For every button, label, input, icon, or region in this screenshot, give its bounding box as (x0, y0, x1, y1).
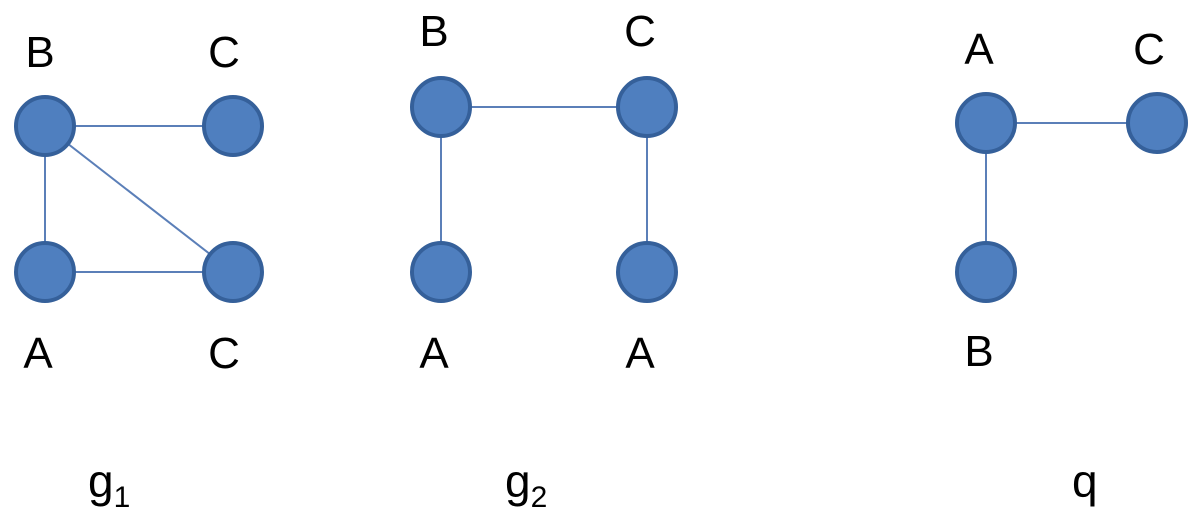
node-label-g1-c-bottom: C (208, 329, 240, 378)
edge-g1-b-c-bottom (44, 125, 234, 273)
caption-g2-subscript: 2 (531, 481, 548, 514)
node-g1-c-bottom (202, 241, 264, 303)
node-g1-a (14, 241, 76, 303)
graph-g2: B C A A g2 (410, 7, 678, 514)
node-g2-c (616, 76, 678, 138)
node-label-g1-b: B (25, 28, 54, 77)
node-label-g1-a: A (23, 329, 53, 378)
node-label-g2-a-left: A (419, 329, 449, 378)
node-g2-b (410, 76, 472, 138)
node-g1-c-top (202, 95, 264, 157)
node-label-q-a: A (964, 25, 994, 74)
node-label-q-c: C (1133, 25, 1165, 74)
caption-g2: g2 (505, 455, 547, 514)
node-q-c (1126, 92, 1188, 154)
node-label-g2-c: C (624, 7, 656, 56)
node-g2-a-left (410, 241, 472, 303)
node-label-g2-b: B (419, 7, 448, 56)
node-label-g1-c-top: C (208, 28, 240, 77)
graph-q: A C B q (955, 25, 1188, 507)
caption-g1-main: g (88, 455, 114, 507)
node-g2-a-right (616, 241, 678, 303)
caption-g2-main: g (505, 455, 531, 507)
caption-q: q (1072, 455, 1098, 507)
caption-g1-subscript: 1 (114, 481, 131, 514)
node-g1-b (14, 95, 76, 157)
node-label-q-b: B (964, 327, 993, 376)
node-q-a (955, 92, 1017, 154)
caption-g1: g1 (88, 455, 130, 514)
node-label-g2-a-right: A (625, 329, 655, 378)
node-q-b (955, 241, 1017, 303)
graph-g1: B C A C g1 (14, 28, 264, 514)
caption-q-main: q (1072, 455, 1098, 507)
